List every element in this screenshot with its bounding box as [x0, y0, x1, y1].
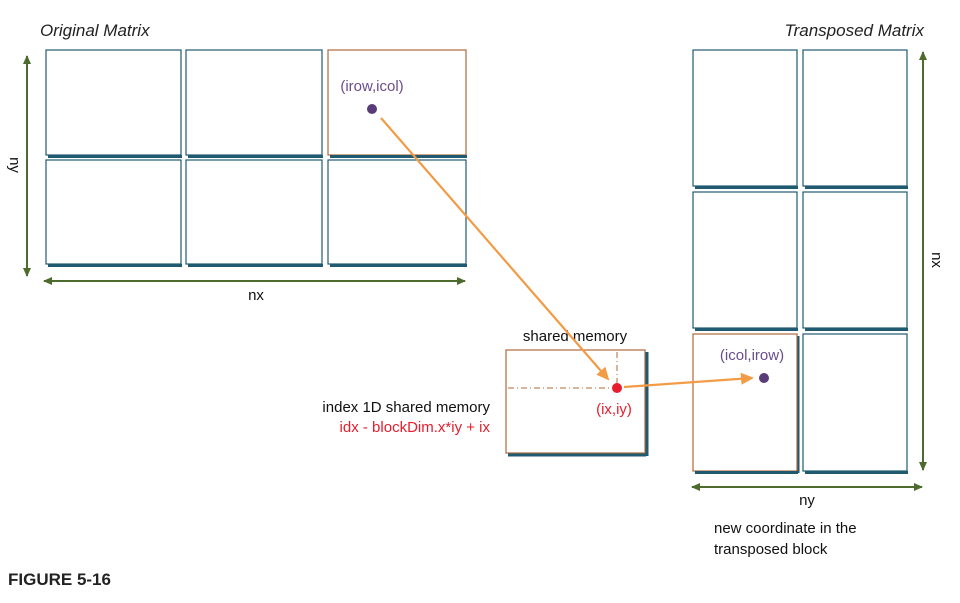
shared-memory-title: shared memory	[523, 328, 628, 345]
ny-label: ny	[6, 157, 23, 173]
transposed-note-line-1: new coordinate in the	[714, 520, 857, 537]
transposed-nx-label: nx	[928, 252, 945, 268]
transposed-point-label: (icol,irow)	[720, 347, 784, 364]
original-point	[367, 104, 377, 114]
transposed-block-1-1	[692, 49, 798, 187]
shared-point-label: (ix,iy)	[596, 401, 632, 418]
nx-label: nx	[248, 287, 264, 304]
index-label: index 1D shared memory	[322, 399, 490, 416]
transposed-ny-label: ny	[799, 492, 815, 509]
original-block-1-1	[45, 49, 182, 156]
shared-memory-block	[505, 349, 646, 454]
transposed-block-highlighted	[692, 333, 798, 472]
original-block-2-2	[185, 159, 323, 265]
original-block-1-2	[185, 49, 323, 156]
transposed-matrix-title: Transposed Matrix	[784, 21, 924, 40]
original-matrix-title: Original Matrix	[40, 21, 150, 40]
write-flow-arrow	[623, 372, 754, 389]
transposed-block-1-2	[802, 49, 908, 187]
transposed-block-3-2	[802, 333, 908, 472]
shared-point	[612, 383, 622, 393]
original-point-label: (irow,icol)	[340, 78, 403, 95]
transposed-block-2-1	[692, 191, 798, 329]
read-flow-arrow	[380, 117, 610, 381]
original-block-2-1	[45, 159, 182, 265]
transposed-point	[759, 373, 769, 383]
index-formula: idx - blockDim.x*iy + ix	[340, 419, 491, 436]
transposed-block-2-2	[802, 191, 908, 329]
original-matrix-grid	[45, 49, 467, 267]
original-block-2-3	[327, 159, 467, 265]
original-block-highlighted	[327, 49, 467, 156]
transposed-note-line-2: transposed block	[714, 541, 828, 558]
figure-label: FIGURE 5-16	[8, 570, 111, 589]
transposed-matrix-grid	[692, 49, 908, 474]
